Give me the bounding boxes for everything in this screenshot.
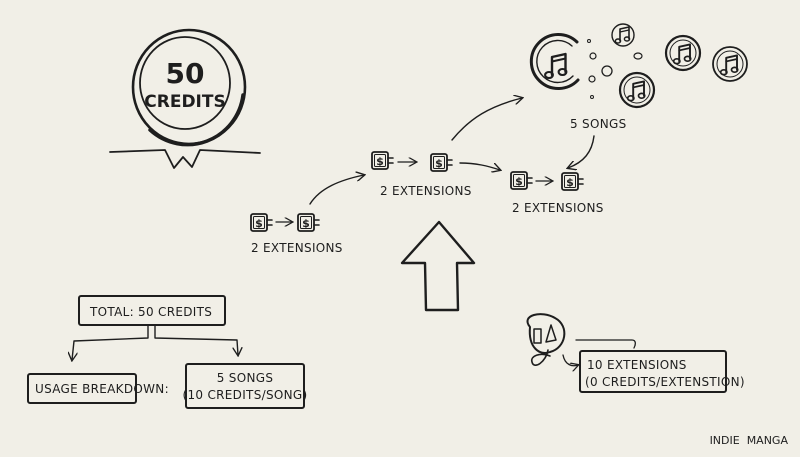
credits-coin-icon xyxy=(109,28,261,169)
step1-extensions-icon xyxy=(250,213,320,232)
step1-label: 2 EXTENSIONS xyxy=(251,241,343,255)
step2-label: 2 EXTENSIONS xyxy=(380,184,472,198)
signature: INDIE MANGA xyxy=(710,434,789,447)
note-connector xyxy=(575,339,636,349)
step3-extensions-icon xyxy=(510,171,584,191)
step3-label: 2 EXTENSIONS xyxy=(512,201,604,215)
coin-amount: 50 xyxy=(166,57,205,90)
flow-arrow-2 xyxy=(459,162,500,170)
extensions-note-line1: 10 EXTENSIONS xyxy=(587,358,687,372)
flow-arrow-to-songs xyxy=(451,98,522,141)
extensions-note-line2: (0 CREDITS/EXTENSTION) xyxy=(585,375,745,389)
songs-box xyxy=(185,363,305,409)
flow-arrow-songs-down xyxy=(568,135,595,168)
step2-extensions-icon xyxy=(371,151,453,172)
flow-arrow-1 xyxy=(309,175,364,205)
total-box xyxy=(78,295,226,326)
up-arrow-icon xyxy=(400,220,476,312)
breakdown-arrow-left xyxy=(72,325,149,360)
songs-label: 5 SONGS xyxy=(570,117,627,131)
songs-box-line1: 5 SONGS xyxy=(217,371,274,385)
pen-nib-logo-icon xyxy=(526,313,566,366)
note-arrow xyxy=(562,354,578,366)
usage-box xyxy=(27,373,137,404)
usage-label: USAGE BREAKDOWN: xyxy=(35,382,169,396)
breakdown-arrow-right xyxy=(154,325,238,355)
coin-unit: CREDITS xyxy=(144,92,225,112)
total-label: TOTAL: 50 CREDITS xyxy=(89,305,212,319)
extensions-note-box xyxy=(579,350,727,393)
songs-cluster-icon xyxy=(529,23,748,109)
songs-box-line2: (10 CREDITS/SONG) xyxy=(183,388,308,402)
